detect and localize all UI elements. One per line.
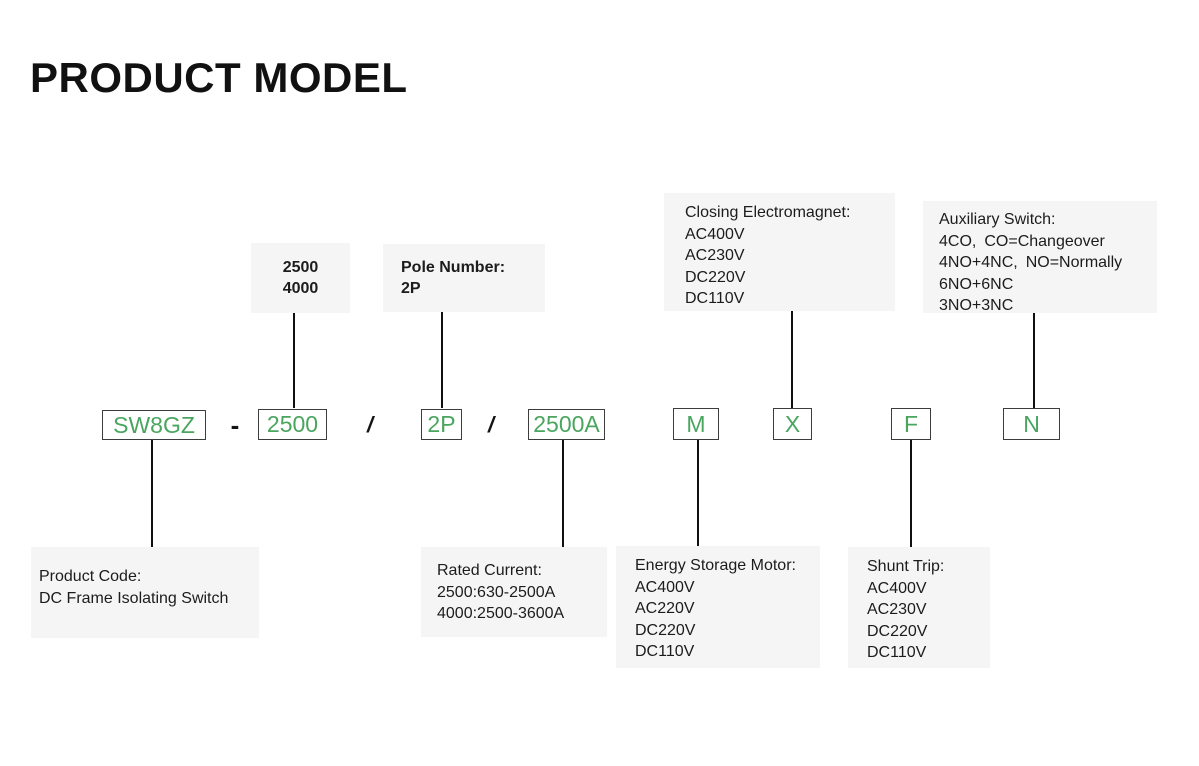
separator-slash-1: / [366, 412, 374, 437]
callout-line: DC Frame Isolating Switch [39, 589, 229, 607]
callout-frame-size: 2500 4000 [251, 243, 350, 313]
connector-shunt-trip [910, 440, 912, 547]
callout-line: 4NO+4NC, NO=Normally [939, 254, 1123, 271]
callout-line: AC400V [867, 579, 927, 597]
code-segment-pole-number: 2P [421, 409, 462, 440]
callout-line: DC220V [635, 621, 696, 639]
callout-line: AC400V [635, 578, 695, 596]
callout-line: 2500:630-2500A [437, 583, 556, 601]
connector-closing-electromagnet [791, 311, 793, 408]
callout-shunt-trip: Shunt Trip: AC400V AC230V DC220V DC110V [848, 547, 990, 668]
callout-line: 4CO, CO=Changeover [939, 232, 1105, 250]
code-segment-shunt-trip: F [891, 408, 931, 440]
callout-line: DC220V [867, 622, 928, 640]
code-segment-rated-current: 2500A [528, 409, 605, 440]
code-segment-auxiliary-switch: N [1003, 408, 1060, 440]
callout-line: AC230V [685, 247, 745, 264]
callout-line: AC220V [635, 600, 695, 617]
callout-closing-electromagnet: Closing Electromagnet: AC400V AC230V DC2… [664, 193, 895, 311]
callout-line: Product Code: [39, 568, 142, 585]
callout-line: AC230V [867, 601, 927, 618]
code-segment-series: SW8GZ [102, 410, 206, 440]
callout-line: 4000 [282, 280, 319, 297]
callout-line: DC110V [867, 644, 927, 661]
callout-auxiliary-switch: Auxiliary Switch: 4CO, CO=Changeover 4NO… [923, 201, 1157, 314]
callout-line: 4000:2500-3600A [437, 605, 565, 622]
callout-line: Energy Storage Motor: [635, 557, 796, 574]
callout-line: 2P [401, 280, 421, 297]
callout-line: 3NO+3NC [939, 297, 1014, 314]
callout-line: DC110V [685, 290, 745, 307]
connector-product-code [151, 440, 153, 547]
callout-line: Rated Current: [437, 562, 542, 579]
callout-line: 6NO+6NC [939, 275, 1014, 293]
callout-pole-number: Pole Number: 2P [383, 244, 545, 312]
code-segment-energy-storage-motor: M [673, 408, 719, 440]
connector-pole-number [441, 312, 443, 408]
callout-line: Pole Number: [401, 258, 506, 276]
callout-line: Shunt Trip: [867, 558, 945, 575]
connector-energy-storage-motor [697, 440, 699, 546]
callout-line: AC400V [685, 225, 745, 243]
connector-frame-size [293, 313, 295, 408]
callout-line: DC220V [685, 268, 746, 286]
callout-rated-current: Rated Current: 2500:630-2500A 4000:2500-… [421, 547, 607, 637]
page-title: PRODUCT MODEL [30, 54, 408, 101]
separator-slash-2: / [487, 412, 495, 437]
separator-dash: - [230, 409, 240, 440]
code-segment-closing-electromagnet: X [773, 408, 812, 440]
connector-rated-current [562, 440, 564, 547]
connector-auxiliary-switch [1033, 313, 1035, 408]
code-segment-frame-size: 2500 [258, 409, 327, 440]
callout-product-code: Product Code: DC Frame Isolating Switch [31, 547, 259, 638]
callout-line: DC110V [635, 643, 695, 660]
callout-energy-storage-motor: Energy Storage Motor: AC400V AC220V DC22… [616, 546, 820, 668]
callout-line: Closing Electromagnet: [685, 204, 851, 221]
callout-line: 2500 [282, 258, 319, 276]
callout-line: Auxiliary Switch: [939, 211, 1056, 228]
